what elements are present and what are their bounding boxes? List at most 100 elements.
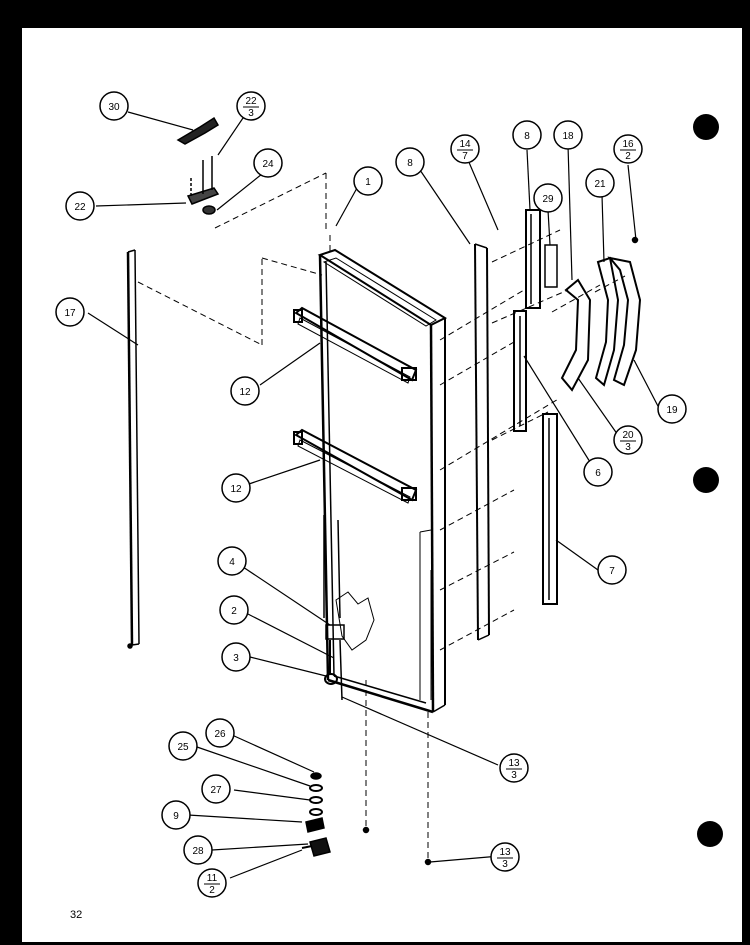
callout-circle: [499, 753, 529, 783]
callout-c19: 19: [657, 394, 687, 424]
callout-c18: 18: [553, 120, 583, 150]
callout-number: 8: [524, 131, 530, 142]
callout-c30: 30: [99, 91, 129, 121]
callout-circle: [353, 166, 383, 196]
callout-c13-3a: 133: [499, 753, 529, 783]
callout-number: 26: [214, 729, 226, 740]
callout-c29: 29: [533, 183, 563, 213]
callout-number: 18: [562, 131, 574, 142]
callout-number: 12: [239, 387, 251, 398]
callout-number: 2: [231, 606, 237, 617]
callout-number: 19: [666, 405, 678, 416]
callout-c20-3: 203: [613, 425, 643, 455]
pin-lower-center: [362, 826, 370, 834]
callout-number: 21: [594, 179, 606, 190]
callout-c1: 1: [353, 166, 383, 196]
part-shelf-rail-upper: [293, 306, 418, 384]
callout-number: 28: [192, 846, 204, 857]
callout-circle: [168, 731, 198, 761]
callout-c6: 6: [583, 457, 613, 487]
assembly-lines: [137, 172, 626, 860]
punch-hole-middle: [693, 467, 719, 493]
callout-c8b: 8: [512, 120, 542, 150]
callout-number: 3: [233, 653, 239, 664]
callout-c12a: 12: [230, 376, 260, 406]
callout-c16-2: 162: [613, 134, 643, 164]
callout-circle: [221, 642, 251, 672]
callout-circle: [65, 191, 95, 221]
callout-circle: [613, 134, 643, 164]
callout-quantity: 2: [209, 885, 215, 896]
callout-quantity: 7: [462, 151, 468, 162]
part-inner-strip: [513, 310, 527, 432]
callout-c4: 4: [217, 546, 247, 576]
callout-circle: [657, 394, 687, 424]
part-hinge-bracket: [186, 156, 220, 215]
callout-number: 1: [365, 177, 371, 188]
callout-circle: [99, 91, 129, 121]
callout-circle: [585, 168, 615, 198]
leader-lines: [87, 111, 661, 879]
callout-circle: [221, 473, 251, 503]
callout-circle: [395, 147, 425, 177]
part-shelf-rail-lower: [293, 428, 418, 504]
pin-lower-right: [424, 858, 432, 866]
callout-number: 30: [108, 102, 120, 113]
callout-circle: [219, 595, 249, 625]
part-bottom-hinge: [324, 624, 345, 701]
callout-number: 22: [74, 202, 86, 213]
callout-quantity: 3: [625, 442, 631, 453]
callout-circle: [183, 835, 213, 865]
callout-c8a: 8: [395, 147, 425, 177]
callout-c22: 22: [65, 191, 95, 221]
callout-circle: [613, 425, 643, 455]
pin-gasket-end: [127, 643, 133, 649]
callout-c14-7: 147: [450, 134, 480, 164]
callout-number: 27: [210, 785, 222, 796]
callout-c26: 26: [205, 718, 235, 748]
callout-circle: [55, 297, 85, 327]
callout-circle: [553, 120, 583, 150]
callout-c3: 3: [221, 642, 251, 672]
callout-number: 24: [262, 159, 274, 170]
callout-circle: [512, 120, 542, 150]
part-door-panel: [317, 248, 448, 714]
part-handle: [594, 256, 620, 387]
callout-c25: 25: [168, 731, 198, 761]
part-gasket-strip: [126, 249, 140, 646]
callout-c17: 17: [55, 297, 85, 327]
callout-circle: [597, 555, 627, 585]
callout-number: 8: [407, 158, 413, 169]
page-number: 32: [70, 909, 82, 921]
callout-number: 4: [229, 557, 235, 568]
callout-c24: 24: [253, 148, 283, 178]
part-handle-cap: [560, 278, 592, 392]
callout-number: 22: [245, 96, 257, 107]
callout-circle: [236, 91, 266, 121]
callout-circle: [197, 868, 227, 898]
callout-quantity: 3: [511, 770, 517, 781]
callout-number: 13: [508, 758, 520, 769]
callout-number: 6: [595, 468, 601, 479]
callout-circle: [490, 842, 520, 872]
callout-circle: [533, 183, 563, 213]
punch-hole-bottom: [697, 821, 723, 847]
callout-circle: [450, 134, 480, 164]
callout-number: 16: [622, 139, 634, 150]
part-trim-strip-short: [525, 209, 541, 309]
callout-number: 7: [609, 566, 615, 577]
callout-number: 9: [173, 811, 179, 822]
callout-number: 25: [177, 742, 189, 753]
callout-circle: [161, 800, 191, 830]
callout-c28: 28: [183, 835, 213, 865]
callout-number: 11: [207, 873, 218, 884]
part-bottom-hardware-stack: [301, 772, 331, 857]
callout-number: 12: [230, 484, 242, 495]
callout-circle: [230, 376, 260, 406]
part-lower-strip: [542, 413, 558, 605]
callout-c21: 21: [585, 168, 615, 198]
callout-quantity: 3: [248, 108, 254, 119]
